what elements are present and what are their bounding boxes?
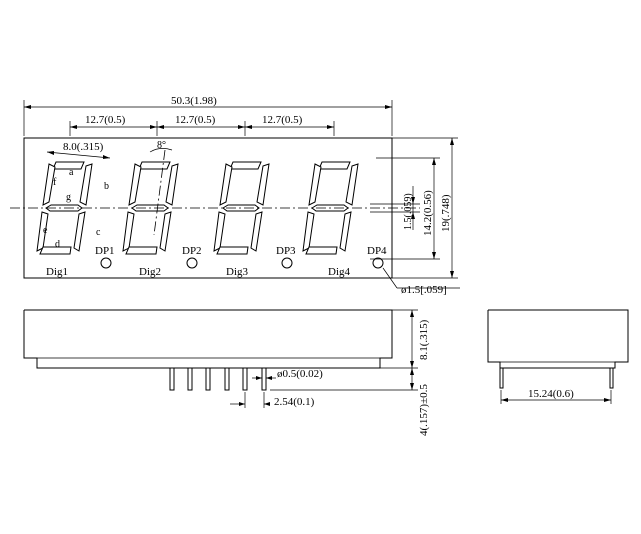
segment-g-label: g (66, 192, 71, 203)
svg-text:4(.157)±0.5: 4(.157)±0.5 (418, 384, 430, 436)
segment-c-label: c (96, 227, 101, 238)
pitch-3-label: 12.7(0.5) (262, 114, 303, 126)
end-pin-right (609, 367, 614, 389)
svg-text:ø1.5[.059]: ø1.5[.059] (401, 284, 447, 296)
svg-text:8.0(.315): 8.0(.315) (63, 141, 104, 153)
svg-text:1.5(.059): 1.5(.059) (403, 193, 414, 230)
slant-angle-dimension: 8° (149, 140, 173, 153)
front-view: Dig1 Dig2 Dig3 Dig4 DP1 DP2 DP3 DP4 a b … (10, 95, 460, 296)
segment-e-label: e (43, 225, 48, 236)
svg-text:50.3(1.98): 50.3(1.98) (171, 95, 217, 107)
svg-text:8.1(.315): 8.1(.315) (418, 319, 430, 360)
side-height-dimensions: 8.1(.315) 4(.157)±0.5 (270, 309, 430, 436)
pin-pitch-dimension: 2.54(0.1) (230, 392, 315, 408)
end-pin-left (499, 367, 504, 389)
pin-diameter-dimension: ø0.5(0.02) (252, 368, 323, 380)
segment-f-label: f (53, 177, 57, 188)
right-dimensions: 1.5(.059) 14.2(0.56) 19(.748) (370, 137, 458, 279)
segment-b-label: b (104, 181, 109, 192)
dp-diameter-dimension: ø1.5[.059] (382, 267, 460, 296)
pitch-2-label: 12.7(0.5) (175, 114, 216, 126)
digit-width-dimension: 8.0(.315) (46, 141, 111, 159)
segment-d-label: d (55, 239, 60, 250)
decimal-point-4 (372, 257, 384, 269)
segment-a-label: a (69, 167, 74, 178)
svg-text:14.2(0.56): 14.2(0.56) (422, 190, 434, 236)
pitch-1-label: 12.7(0.5) (85, 114, 126, 126)
svg-text:8°: 8° (157, 140, 166, 151)
decimal-point-1 (100, 257, 112, 269)
svg-text:19(.748): 19(.748) (440, 194, 452, 232)
overall-width-dimension: 50.3(1.98) (23, 95, 393, 136)
svg-text:15.24(0.6): 15.24(0.6) (528, 388, 574, 400)
dig2-label: Dig2 (139, 266, 161, 278)
dig3-label: Dig3 (226, 266, 249, 278)
slant-axis (153, 149, 166, 236)
row-spacing-dimension: 15.24(0.6) (500, 388, 612, 404)
decimal-point-3 (281, 257, 293, 269)
end-view: 15.24(0.6) (487, 309, 629, 404)
svg-text:ø0.5(0.02): ø0.5(0.02) (277, 368, 323, 380)
dp2-label: DP2 (182, 245, 202, 257)
pitch-dimensions: 12.7(0.5) 12.7(0.5) 12.7(0.5) (69, 114, 335, 136)
end-body-outline (487, 309, 629, 369)
dp1-label: DP1 (95, 245, 115, 257)
side-view: ø0.5(0.02) 2.54(0.1) 8.1(.315) 4(.157)±0… (23, 309, 430, 436)
dig1-label: Dig1 (46, 266, 68, 278)
svg-text:2.54(0.1): 2.54(0.1) (274, 396, 315, 408)
dp3-label: DP3 (276, 245, 296, 257)
pins (169, 367, 267, 391)
dig4-label: Dig4 (328, 266, 351, 278)
side-body-outline (23, 309, 393, 369)
dp4-label: DP4 (367, 245, 387, 257)
decimal-point-2 (186, 257, 198, 269)
